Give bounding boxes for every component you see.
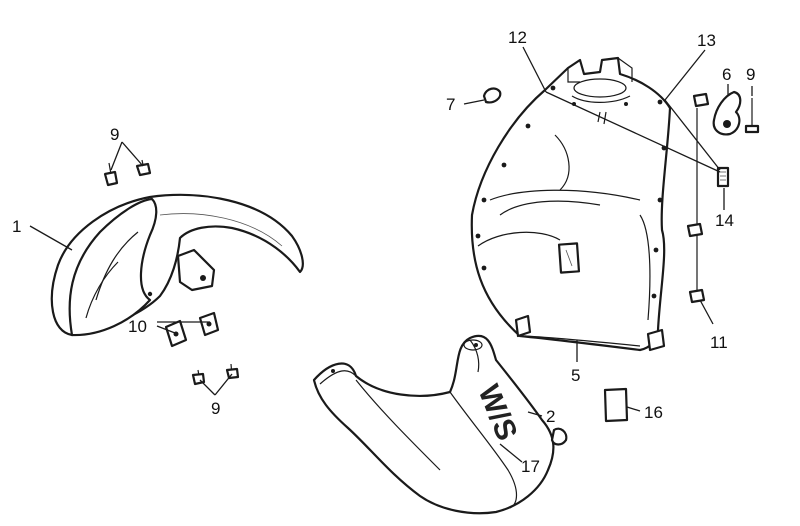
callout-17: 17 [521, 457, 540, 476]
keyhole-cover [482, 87, 502, 104]
callout-11: 11 [710, 333, 728, 352]
callout-1: 1 [12, 217, 21, 236]
callout-9-right: 9 [746, 65, 755, 84]
callout-16: 16 [644, 403, 663, 422]
callout-9-fender-bottom: 9 [211, 399, 220, 418]
inner-leg-shield [470, 56, 672, 352]
screw-right [744, 98, 760, 134]
hook [712, 90, 742, 136]
callout-13: 13 [697, 31, 716, 50]
front-cover: W/S [312, 334, 568, 515]
side-screws [686, 92, 710, 304]
callout-10: 10 [128, 317, 147, 336]
callout-6: 6 [722, 65, 731, 84]
callout-14: 14 [715, 211, 734, 230]
front-fender [50, 193, 304, 337]
callout-5: 5 [571, 366, 580, 385]
callout-9-fender-top: 9 [110, 125, 119, 144]
callout-labels: 1 9 10 9 7 12 13 6 9 14 11 5 16 2 17 [12, 28, 755, 476]
callout-12: 12 [508, 28, 527, 47]
screws-fender-top [103, 159, 152, 187]
clip-nuts [164, 311, 220, 348]
callout-7: 7 [446, 95, 455, 114]
callout-2: 2 [546, 407, 555, 426]
sticker [603, 387, 629, 423]
leader-lines [29, 46, 753, 463]
emblem [716, 166, 730, 188]
